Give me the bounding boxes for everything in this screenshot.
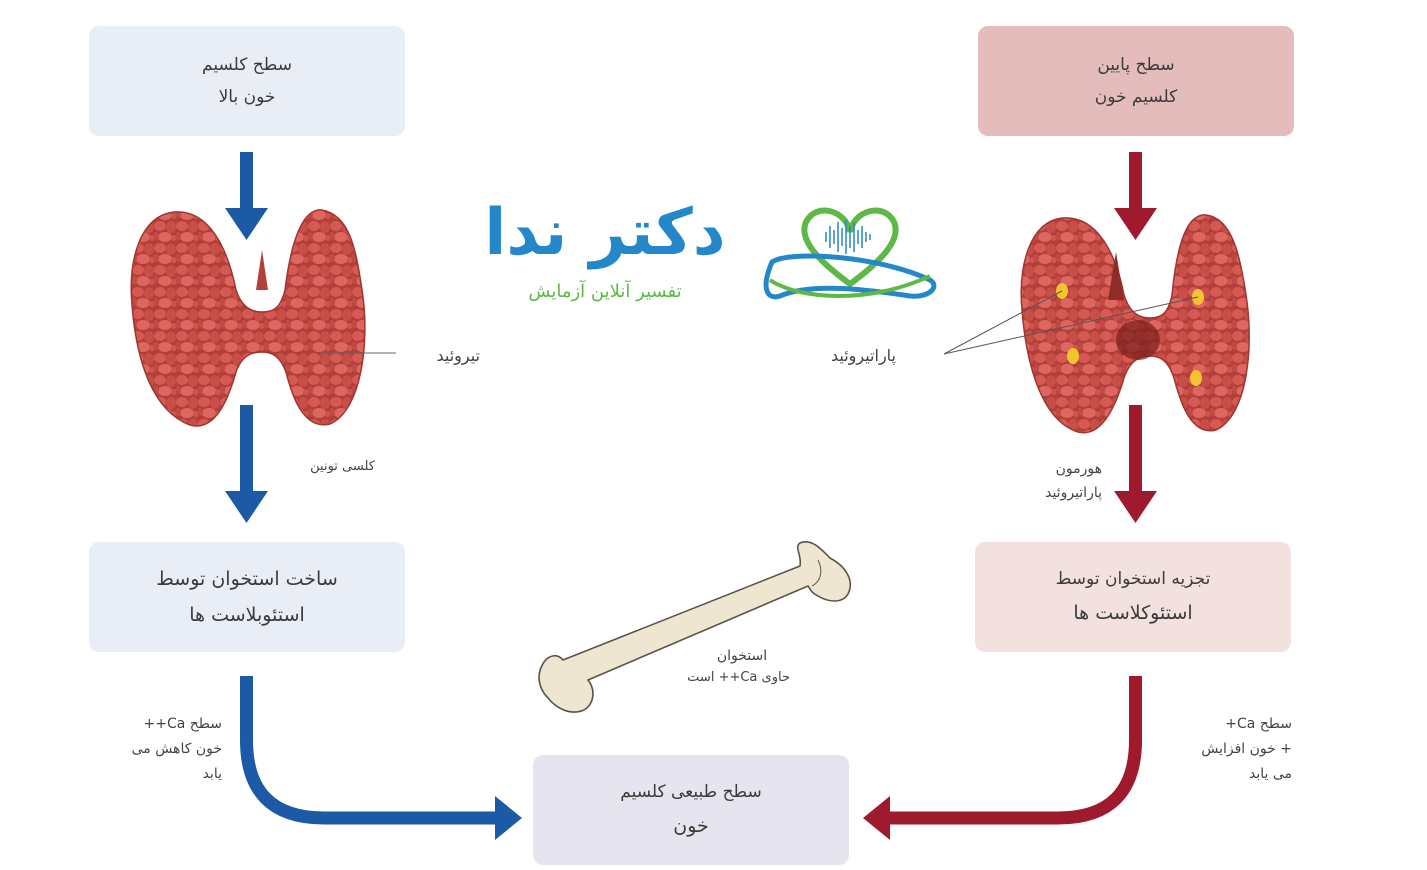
bone-image [538, 541, 852, 713]
pth-label-line1: هورمون [1055, 461, 1102, 477]
bone-breakdown-line1: تجزیه استخوان توسط [1055, 569, 1211, 589]
bone-building-line2: استئوبلاست ها [189, 604, 305, 626]
low-calcium-line1: سطح پایین [1097, 55, 1175, 75]
parathyroid-gland-image [1020, 214, 1250, 434]
high-calcium-line1: سطح کلسیم [202, 55, 292, 75]
heart-wave-orbit-icon [763, 207, 937, 300]
bone-breakdown-box: تجزیه استخوان توسط استئوکلاست ها [975, 542, 1291, 652]
bone-building-line1: ساخت استخوان توسط [156, 568, 338, 590]
calcium-increase-line1: سطح Ca+ [1225, 716, 1292, 732]
normal-calcium-box: سطح طبیعی کلسیم خون [533, 755, 849, 865]
parathyroid-dot-3 [1067, 348, 1079, 364]
arrow-building-to-normal [240, 676, 522, 840]
low-calcium-box: سطح پایین کلسیم خون [978, 26, 1294, 136]
normal-calcium-line1: سطح طبیعی کلسیم [620, 782, 762, 802]
calcium-decrease-label: سطح Ca++ خون کاهش می یابد [108, 712, 222, 787]
arrow-high-to-thyroid [225, 152, 268, 240]
parathyroid-dot-4 [1190, 370, 1202, 386]
bone-label-line1: استخوان [716, 648, 768, 664]
calcitonin-label: کلسی تونین [310, 459, 375, 474]
high-calcium-line2: خون بالا [218, 87, 276, 107]
parathyroid-label: پاراتیروئید [830, 346, 896, 365]
high-calcium-box: سطح کلسیم خون بالا [89, 26, 405, 136]
parathyroid-pointer-lines [943, 290, 1199, 355]
pth-label-line2: پاراتیروئید [1045, 485, 1102, 501]
calcium-increase-label: سطح Ca+ + خون افزایش می یابد [1180, 712, 1292, 787]
calcium-increase-line2: + خون افزایش [1201, 741, 1292, 757]
arrow-thyroid-to-building [225, 405, 268, 523]
arrow-low-to-parathyroid [1114, 152, 1157, 240]
low-calcium-line2: کلسیم خون [1094, 87, 1178, 107]
bone-label: استخوان حاوی Ca++ است [680, 645, 790, 689]
logo-tagline: تفسیر آنلاین آزمایش [528, 281, 682, 302]
calcium-decrease-line3: یابد [202, 766, 222, 782]
thyroid-label: تیروئید [436, 346, 480, 365]
calcium-decrease-line2: خون کاهش می [131, 741, 222, 757]
bone-building-box: ساخت استخوان توسط استئوبلاست ها [89, 542, 405, 652]
arrow-parathyroid-to-breakdown [1114, 405, 1157, 523]
logo-name: دکتر ندا [484, 196, 726, 270]
bone-label-line2: حاوی Ca++ است [687, 670, 790, 685]
bone-breakdown-line2: استئوکلاست ها [1073, 602, 1193, 624]
thyroid-gland-image [130, 209, 366, 427]
calcium-increase-line3: می یابد [1248, 766, 1292, 782]
pth-label: هورمون پاراتیروئید [990, 457, 1102, 505]
normal-calcium-line2: خون [673, 815, 709, 837]
arrow-breakdown-to-normal [863, 676, 1142, 840]
calcium-decrease-line1: سطح Ca++ [143, 716, 222, 732]
